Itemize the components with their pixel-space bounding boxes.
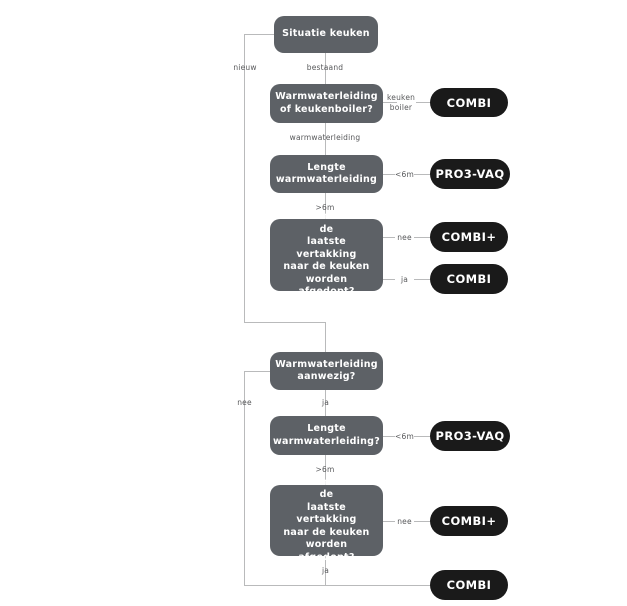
connector-nieuw-vertical — [244, 34, 245, 322]
node-label: Lengte warmwaterleiding — [275, 161, 378, 186]
terminal-label: COMBI+ — [441, 514, 497, 528]
connector-q6-to-combiplus — [383, 521, 395, 522]
edge-label-gt6m-b: >6m — [315, 465, 335, 474]
node-label: Kan deze vlak na de laatste vertakking n… — [278, 476, 375, 563]
connector-label-to-combiplus-a — [414, 237, 431, 238]
connector-q4-nee-vertical — [244, 371, 245, 586]
connector-q3-to-combiplus — [383, 237, 395, 238]
connector-q5-to-pro3vaq-b — [383, 436, 395, 437]
terminal-label: COMBI+ — [441, 230, 497, 244]
terminal-combiplus-2[interactable]: COMBI+ — [430, 506, 508, 536]
connector-label-to-pro3vaq-b — [414, 436, 431, 437]
connector-q2-to-pro3vaq-a — [383, 174, 395, 175]
terminal-label: COMBI — [446, 272, 492, 286]
connector-label-to-combiplus-b — [414, 521, 431, 522]
connector-label-to-combi-b — [414, 279, 431, 280]
connector-nee-to-combi-bottom — [244, 585, 431, 586]
edge-label-ja-a: ja — [400, 275, 409, 284]
node-label: Lengte warmwaterleiding? — [273, 423, 380, 447]
connector-q6-to-combi-bottom — [325, 556, 326, 586]
node-lengte-warmwaterleiding-a[interactable]: Lengte warmwaterleiding — [270, 155, 383, 193]
node-label: Warmwaterleiding aanwezig? — [275, 358, 378, 383]
edge-label-nieuw: nieuw — [233, 63, 257, 72]
terminal-pro3vaq-1[interactable]: PRO3-VAQ — [430, 159, 510, 189]
connector-start-to-q1 — [325, 53, 326, 84]
edge-label-warmwaterleiding: warmwaterleiding — [289, 133, 361, 142]
edge-label-nee-b: nee — [237, 398, 252, 407]
edge-label-ja-c: ja — [321, 566, 330, 575]
node-afgedopt-vraag-b[interactable]: Kan deze vlak na de laatste vertakking n… — [270, 477, 383, 563]
terminal-combiplus-1[interactable]: COMBI+ — [430, 222, 508, 252]
node-afgedopt-vraag-a[interactable]: Kan deze vlak na de laatste vertakking n… — [270, 211, 383, 297]
connector-nieuw-to-q4-vertical — [325, 322, 326, 352]
connector-nieuw-to-q4-horizontal — [244, 322, 326, 323]
edge-label-nee-a: nee — [397, 233, 412, 242]
edge-label-nee-c: nee — [397, 517, 412, 526]
node-lengte-warmwaterleiding-b[interactable]: Lengte warmwaterleiding? — [270, 416, 383, 455]
node-label: Kan deze vlak na de laatste vertakking n… — [278, 211, 375, 298]
edge-label-keuken-boiler: keuken boiler — [387, 93, 416, 112]
terminal-label: COMBI — [446, 578, 492, 592]
connector-q4-to-q5 — [325, 390, 326, 416]
terminal-pro3vaq-2[interactable]: PRO3-VAQ — [430, 421, 510, 451]
terminal-combi-1[interactable]: COMBI — [430, 88, 508, 117]
terminal-label: PRO3-VAQ — [435, 167, 505, 181]
edge-label-lt6m-a: <6m — [395, 170, 414, 179]
terminal-combi-2[interactable]: COMBI — [430, 264, 508, 294]
connector-q1-to-q2 — [325, 123, 326, 159]
edge-label-gt6m-a: >6m — [315, 203, 335, 212]
node-label: Warmwaterleiding of keukenboiler? — [275, 91, 378, 115]
connector-q3-to-combi-b — [383, 279, 395, 280]
connector-q5-to-q6 — [325, 455, 326, 485]
connector-label-to-pro3vaq-a — [414, 174, 431, 175]
terminal-combi-3[interactable]: COMBI — [430, 570, 508, 600]
connector-q4-nee-horizontal — [244, 371, 275, 372]
edge-label-ja-b: ja — [321, 398, 330, 407]
connector-q1-to-combi-a — [383, 102, 397, 103]
connector-label-to-combi-a — [416, 102, 431, 103]
connector-q2-to-q3 — [325, 193, 326, 219]
connector-start-nieuw-horizontal — [244, 34, 275, 35]
node-label: Situatie keuken — [282, 28, 370, 40]
edge-label-bestaand: bestaand — [306, 63, 344, 72]
node-warmwaterleiding-aanwezig[interactable]: Warmwaterleiding aanwezig? — [270, 352, 383, 390]
node-situatie-keuken[interactable]: Situatie keuken — [274, 16, 378, 53]
terminal-label: PRO3-VAQ — [435, 429, 505, 443]
terminal-label: COMBI — [446, 95, 492, 110]
node-warmwaterleiding-of-keukenboiler[interactable]: Warmwaterleiding of keukenboiler? — [270, 84, 383, 123]
edge-label-lt6m-b: <6m — [395, 432, 414, 441]
